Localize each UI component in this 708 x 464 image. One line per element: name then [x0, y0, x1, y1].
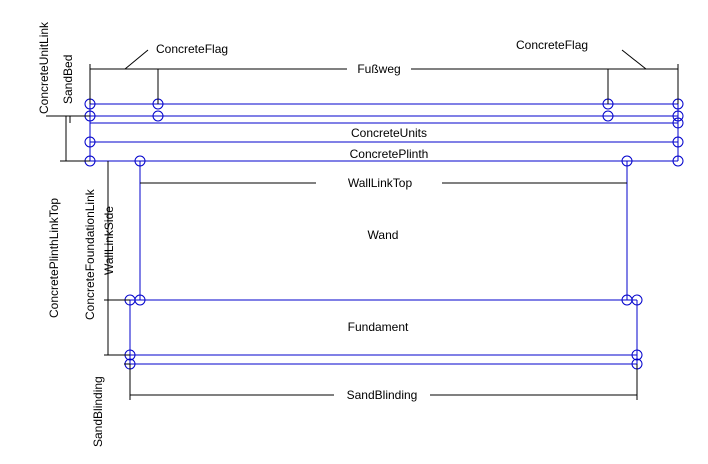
concrete-flag-right-label: ConcreteFlag: [516, 38, 588, 52]
node: [134, 294, 146, 306]
wand-label: Wand: [368, 228, 399, 242]
concrete-plinth-label: ConcretePlinth: [350, 147, 429, 161]
node: [621, 155, 633, 167]
node: [672, 136, 684, 148]
node: [672, 110, 684, 122]
fundament-label: Fundament: [348, 320, 409, 334]
node: [84, 136, 96, 148]
labels-vertical: ConcreteUnitLink SandBed ConcretePlinthL…: [37, 21, 116, 447]
node: [672, 155, 684, 167]
labels-horizontal: Fußweg ConcreteFlag ConcreteFlag Concret…: [156, 38, 588, 402]
concrete-foundation-link-label: ConcreteFoundationLink: [83, 188, 97, 320]
node: [152, 110, 164, 122]
sand-blinding-vertical-label: SandBlinding: [91, 376, 105, 447]
annotation-lines: [46, 49, 679, 400]
node: [631, 349, 643, 361]
sand-bed-label: SandBed: [61, 55, 75, 104]
sand-blinding-label: SandBlinding: [347, 388, 418, 402]
concrete-unit-link-label: ConcreteUnitLink: [37, 21, 51, 114]
concrete-units-label: ConcreteUnits: [351, 126, 427, 140]
node: [631, 294, 643, 306]
concrete-flag-right-leader: [621, 49, 647, 70]
concrete-flag-left-label: ConcreteFlag: [156, 42, 228, 56]
fussweg-label: Fußweg: [357, 62, 400, 76]
foundation-geometry: [129, 299, 638, 365]
node: [134, 155, 146, 167]
node: [602, 110, 614, 122]
node: [672, 117, 684, 129]
concrete-plinth-link-top-label: ConcretePlinthLinkTop: [47, 198, 61, 318]
wall-link-top-label: WallLinkTop: [348, 176, 413, 190]
wall-link-side-label: WallLinkSide: [102, 206, 116, 275]
concrete-flag-left-leader: [124, 49, 149, 70]
